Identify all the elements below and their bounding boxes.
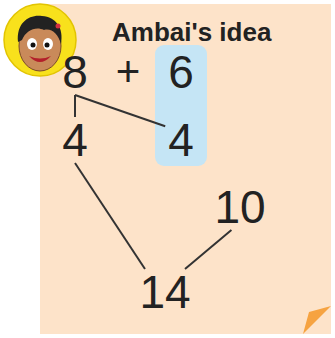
number-text: 14 (139, 269, 190, 315)
split-line (75, 163, 145, 269)
note-fold (303, 306, 331, 334)
operator-sign: + (116, 51, 141, 93)
number-node: 8 (59, 49, 91, 95)
number-text: 8 (62, 49, 88, 95)
split-line (185, 230, 231, 269)
number-text: 4 (168, 117, 194, 163)
number-text: 4 (62, 117, 88, 163)
number-node: 4 (59, 117, 91, 163)
number-text: 10 (214, 184, 265, 230)
note-title: Ambai's idea (112, 18, 271, 47)
split-line (75, 95, 165, 126)
number-node: 6 (165, 49, 197, 95)
split-line (74, 95, 76, 117)
number-text: 6 (168, 49, 194, 95)
number-node: 4 (165, 117, 197, 163)
highlight-band (155, 45, 207, 166)
number-node: 14 (136, 269, 193, 315)
number-node: 10 (211, 184, 268, 230)
sticky-note (40, 4, 331, 334)
